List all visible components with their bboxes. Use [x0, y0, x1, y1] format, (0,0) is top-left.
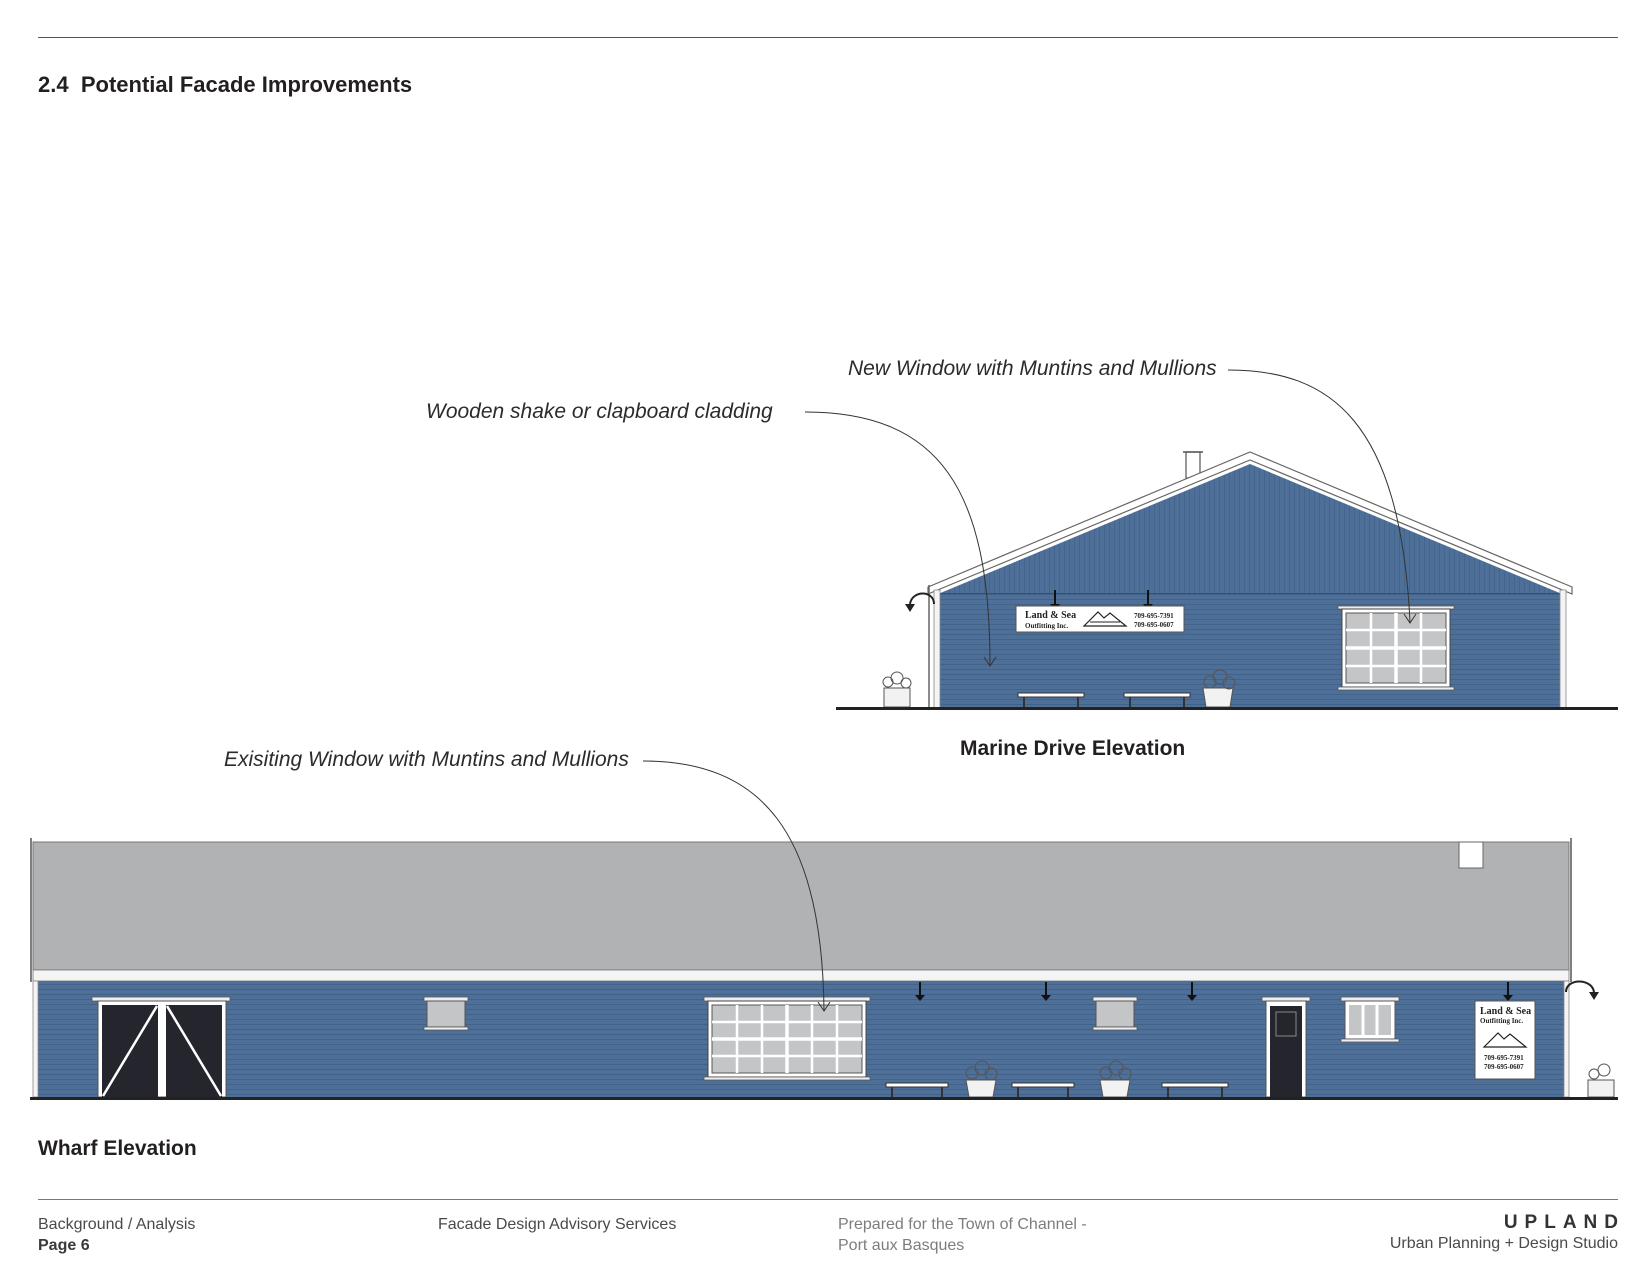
marine-drive-elevation: Land & Sea Outfitting Inc. 709-695-7391 …: [836, 451, 1618, 710]
bench: [1123, 692, 1191, 707]
small-window: [423, 996, 469, 1031]
roof-vent: [1458, 841, 1484, 869]
footer-rule: [38, 1199, 1618, 1200]
footer-section: Background / Analysis: [38, 1216, 196, 1233]
bench: [1017, 692, 1085, 707]
wall-lamp-icon: [1565, 980, 1595, 993]
upland-logo: UPLAND: [1503, 1212, 1625, 1233]
sign-phone-1: 709-695-7391: [1484, 1054, 1524, 1062]
mountain-logo-icon: [1482, 1032, 1528, 1048]
new-window-marine: [1337, 605, 1455, 691]
section-title: Potential Facade Improvements: [80, 72, 413, 97]
bench: [1161, 1082, 1229, 1097]
footer-project: Facade Design Advisory Services: [438, 1216, 677, 1233]
planter-icon: [882, 671, 912, 708]
business-sign: Land & Sea Outfitting Inc. 709-695-7391 …: [1015, 605, 1185, 633]
planter-icon: [1202, 669, 1236, 708]
small-window: [1092, 996, 1138, 1031]
wall-lamp-icon: [909, 592, 935, 605]
ground-line: [30, 1097, 1618, 1100]
page-title: 2.4 Potential Facade Improvements: [38, 72, 412, 98]
footer-prepared-line1: Prepared for the Town of Channel -: [838, 1216, 1087, 1233]
callout-leaders: [642, 369, 1417, 1012]
caption-wharf: Wharf Elevation: [38, 1137, 197, 1160]
sign-name-line1: Land & Sea: [1025, 610, 1076, 621]
bench: [885, 1082, 949, 1097]
entry-door: [1261, 996, 1311, 1098]
footer-brand-sub: Urban Planning + Design Studio: [1389, 1235, 1618, 1252]
bench: [1011, 1082, 1075, 1097]
footer-section-block: Background / Analysis Page 6: [38, 1214, 195, 1256]
section-number: 2.4: [38, 72, 69, 97]
top-rule: [38, 37, 1618, 38]
ground-line: [836, 707, 1618, 710]
existing-window-wharf: [703, 996, 871, 1081]
sign-name-line1: Land & Sea: [1480, 1006, 1531, 1017]
caption-marine-drive: Marine Drive Elevation: [960, 737, 1186, 760]
footer-prepared-line2: Port aux Basques: [838, 1237, 965, 1254]
planter-icon: [965, 1060, 998, 1098]
callout-existing-window: Exisiting Window with Muntins and Mullio…: [224, 748, 629, 771]
callout-new-window: New Window with Muntins and Mullions: [848, 357, 1217, 380]
sign-phone-2: 709-695-0607: [1134, 621, 1174, 629]
footer-prepared: Prepared for the Town of Channel - Port …: [838, 1214, 1087, 1256]
business-sign-vertical: Land & Sea Outfitting Inc. 709-695-7391 …: [1474, 1000, 1536, 1080]
sign-phone-2: 709-695-0607: [1484, 1063, 1524, 1071]
double-hung-window: [1340, 996, 1400, 1043]
sign-name-line2: Outfitting Inc.: [1480, 1017, 1523, 1025]
wharf-roof: [32, 841, 1570, 971]
barn-doors: [91, 996, 231, 1098]
gooseneck-lamp-icon: [915, 982, 1513, 1001]
mountain-logo-icon: [1082, 611, 1128, 627]
planter-icon: [1587, 1063, 1615, 1098]
footer-page-number: Page 6: [38, 1237, 90, 1254]
footer-brand: UPLAND Urban Planning + Design Studio: [1390, 1212, 1618, 1253]
gable: [938, 464, 1562, 594]
callout-cladding: Wooden shake or clapboard cladding: [426, 400, 773, 423]
sign-name-line2: Outfitting Inc.: [1025, 622, 1068, 630]
sign-phone-1: 709-695-7391: [1134, 612, 1174, 620]
wharf-elevation: Land & Sea Outfitting Inc. 709-695-7391 …: [30, 838, 1618, 1100]
